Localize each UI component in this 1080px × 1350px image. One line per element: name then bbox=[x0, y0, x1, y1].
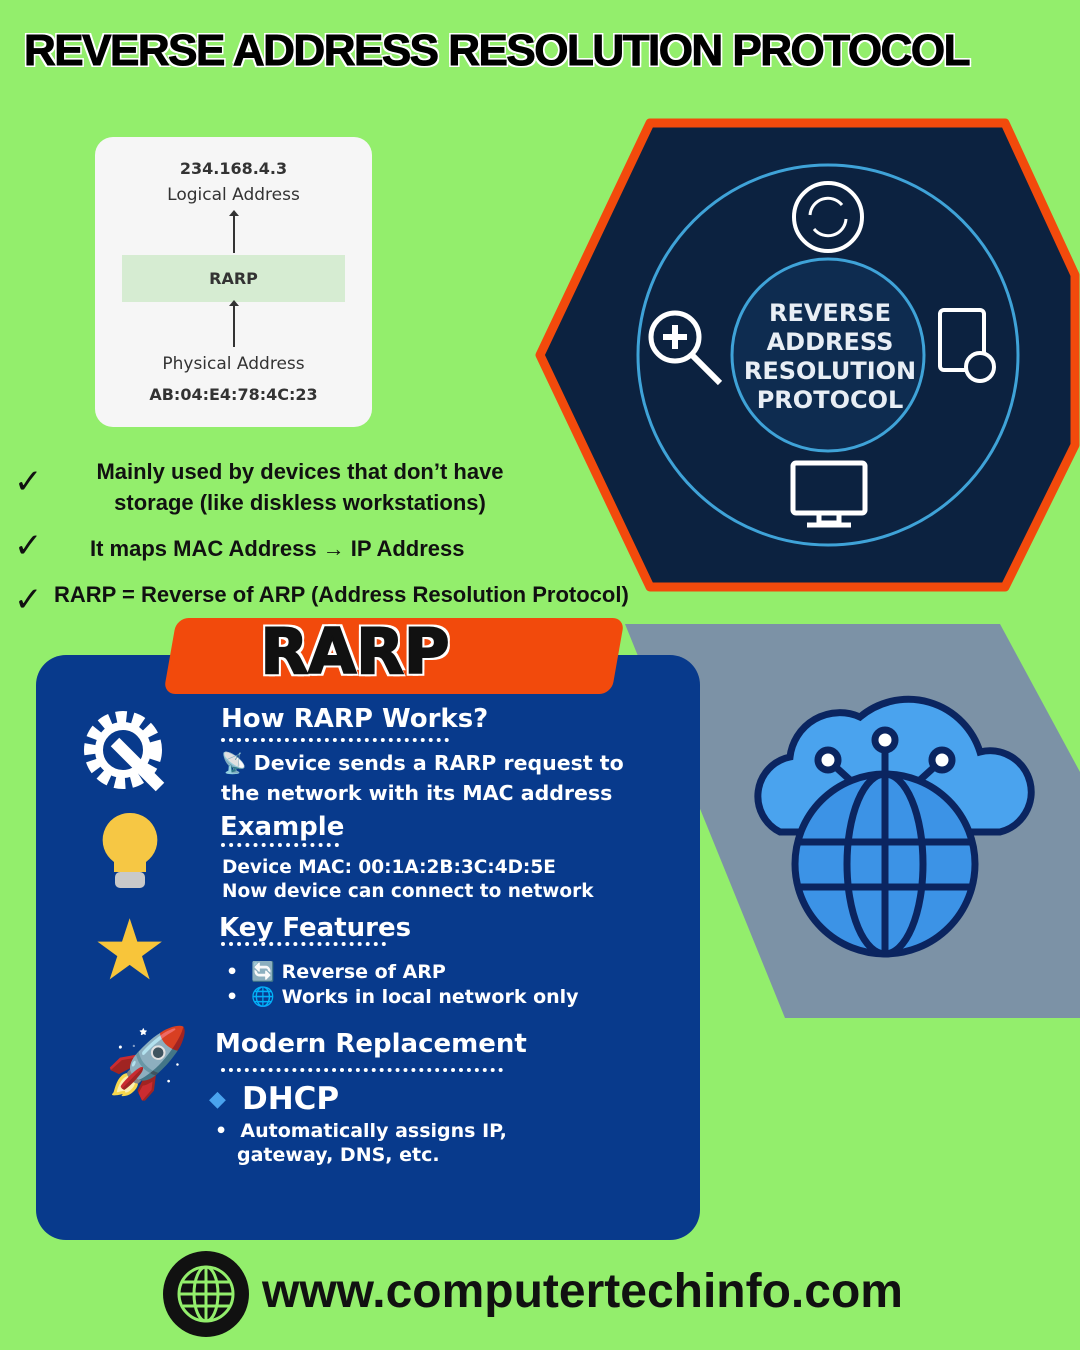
refresh-icon: 🔄 bbox=[251, 961, 276, 983]
checklist-text: Mainly used by devices that don’t have bbox=[96, 459, 504, 484]
hex-line: REVERSE bbox=[769, 299, 891, 327]
feature-text: Works in local network only bbox=[281, 986, 579, 1008]
dhcp-label: DHCP bbox=[242, 1081, 340, 1117]
rocket-icon: 🚀 bbox=[105, 1024, 190, 1103]
example-line: Now device can connect to network bbox=[222, 881, 594, 902]
website-link[interactable]: www.computertechinfo.com bbox=[262, 1265, 903, 1318]
gear-wrench-icon bbox=[84, 711, 165, 792]
how-line: Device sends a RARP request to bbox=[253, 751, 624, 775]
hex-line: RESOLUTION bbox=[744, 357, 916, 385]
dhcp-line: Automatically assigns IP, bbox=[240, 1120, 507, 1142]
cloud-globe-icon bbox=[754, 695, 1035, 958]
logical-address-label: Logical Address bbox=[167, 185, 300, 205]
arrow-up-icon bbox=[229, 210, 239, 253]
how-heading: How RARP Works? bbox=[221, 704, 489, 734]
checklist-item: RARP = Reverse of ARP (Address Resolutio… bbox=[54, 582, 629, 607]
globe-icon bbox=[163, 1251, 249, 1337]
zoom-in-icon bbox=[648, 310, 702, 364]
feature-text: Reverse of ARP bbox=[281, 961, 446, 983]
diamond-icon: ◆ bbox=[209, 1087, 226, 1112]
star-icon: ★ bbox=[92, 901, 168, 999]
dhcp-text: • Automatically assigns IP,gateway, DNS,… bbox=[215, 1120, 507, 1166]
sync-icon bbox=[792, 181, 864, 253]
modern-heading: Modern Replacement bbox=[215, 1029, 527, 1059]
features-heading: Key Features bbox=[219, 913, 412, 943]
check-icon: ✓ bbox=[14, 462, 43, 502]
divider bbox=[221, 738, 449, 742]
rarp-box: RARP bbox=[122, 255, 345, 302]
divider bbox=[221, 942, 386, 946]
divider bbox=[221, 843, 339, 847]
example-line: Device MAC: 00:1A:2B:3C:4D:5E bbox=[222, 857, 556, 878]
physical-mac: AB:04:E4:78:4C:23 bbox=[149, 385, 318, 404]
how-line: the network with its MAC address bbox=[221, 781, 613, 805]
physical-address-label: Physical Address bbox=[162, 354, 305, 374]
satellite-icon: 📡 bbox=[221, 751, 247, 775]
globe-icon: 🌐 bbox=[251, 986, 276, 1008]
rarp-diagram: 234.168.4.3 Logical Address RARP Physica… bbox=[95, 137, 372, 427]
logical-ip: 234.168.4.3 bbox=[179, 159, 288, 178]
feature-item: • 🔄 Reverse of ARP bbox=[226, 961, 446, 983]
dhcp-line: gateway, DNS, etc. bbox=[237, 1144, 440, 1166]
checklist-text: storage (like diskless workstations) bbox=[114, 490, 486, 515]
checklist-item: Mainly used by devices that don’t have s… bbox=[40, 456, 560, 518]
hex-line: ADDRESS bbox=[767, 328, 894, 356]
hex-line: PROTOCOL bbox=[757, 386, 904, 414]
arrow-up-icon bbox=[229, 300, 239, 347]
feature-item: • 🌐 Works in local network only bbox=[226, 986, 579, 1008]
clipboard-search-icon bbox=[938, 308, 986, 372]
check-icon: ✓ bbox=[14, 580, 43, 620]
rarp-tab-label: RARP bbox=[260, 614, 451, 689]
hexagon-illustration: REVERSE ADDRESS RESOLUTION PROTOCOL bbox=[535, 118, 1080, 592]
checklist-item: It maps MAC Address → IP Address bbox=[90, 536, 465, 561]
features-list: • 🔄 Reverse of ARP • 🌐 Works in local ne… bbox=[226, 960, 579, 1010]
how-text: 📡 Device sends a RARP request to the netw… bbox=[221, 748, 624, 808]
example-text: Device MAC: 00:1A:2B:3C:4D:5E Now device … bbox=[222, 856, 594, 904]
check-icon: ✓ bbox=[14, 526, 43, 566]
lightbulb-icon bbox=[102, 812, 158, 888]
monitor-icon bbox=[790, 460, 868, 516]
page-title: REVERSE ADDRESS RESOLUTION PROTOCOL bbox=[24, 26, 971, 76]
example-heading: Example bbox=[220, 812, 345, 842]
divider bbox=[221, 1068, 503, 1072]
